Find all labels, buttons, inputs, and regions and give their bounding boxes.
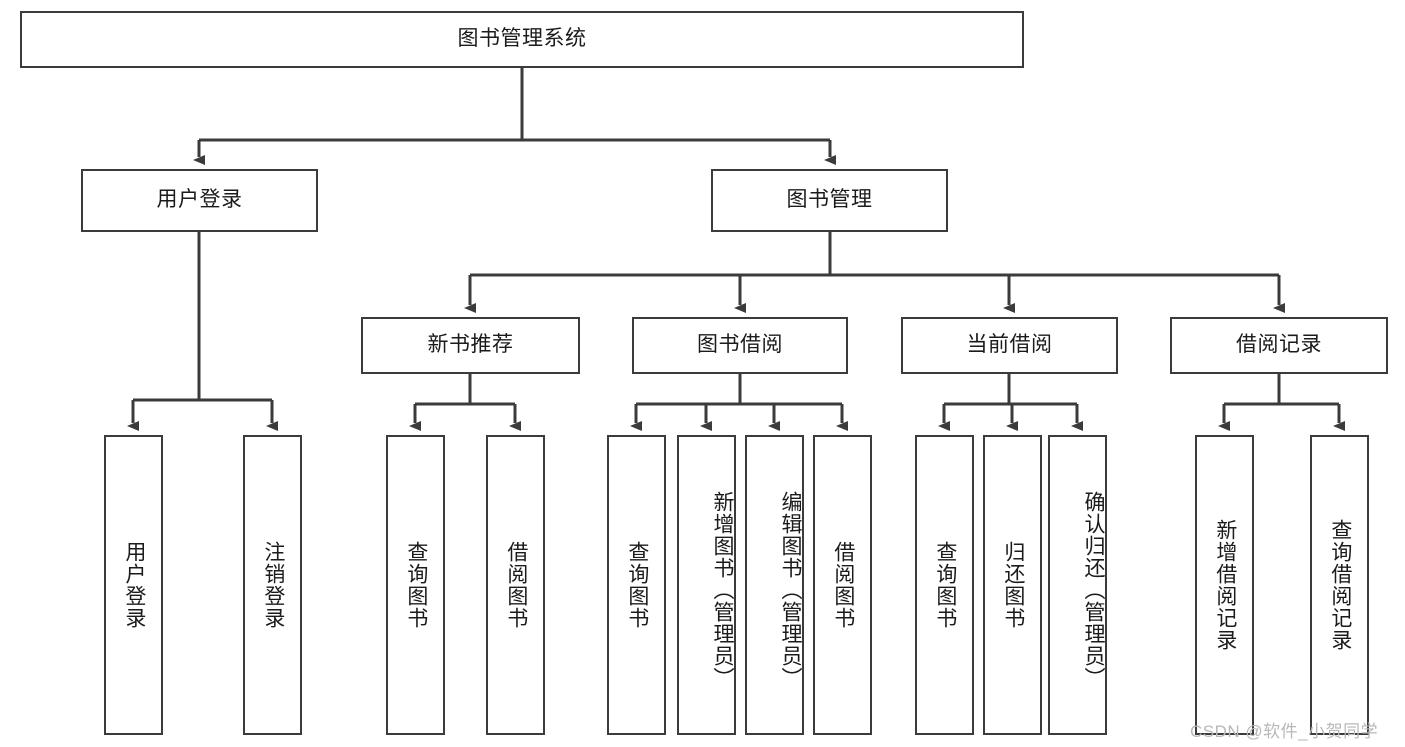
leaf-logout[interactable]: 注销登录 <box>243 435 302 735</box>
leaf-query-book-borrow[interactable]: 查询图书 <box>607 435 666 735</box>
node-user-login[interactable]: 用户登录 <box>81 169 318 232</box>
node-current-borrow[interactable]: 当前借阅 <box>901 317 1118 374</box>
leaf-confirm-return-admin[interactable]: 确认归还（管理员） <box>1048 435 1107 735</box>
leaf-borrow-book[interactable]: 借阅图书 <box>813 435 872 735</box>
node-book-borrow[interactable]: 图书借阅 <box>632 317 848 374</box>
node-borrow-record[interactable]: 借阅记录 <box>1170 317 1388 374</box>
node-book-management[interactable]: 图书管理 <box>711 169 948 232</box>
leaf-edit-book-admin[interactable]: 编辑图书（管理员） <box>745 435 804 735</box>
leaf-add-book-admin[interactable]: 新增图书（管理员） <box>677 435 736 735</box>
leaf-user-login[interactable]: 用户登录 <box>104 435 163 735</box>
csdn-watermark: CSDN @软件_小贺同学 <box>1190 722 1379 741</box>
node-new-book-recommend[interactable]: 新书推荐 <box>361 317 580 374</box>
leaf-query-book-current[interactable]: 查询图书 <box>915 435 974 735</box>
leaf-return-book[interactable]: 归还图书 <box>983 435 1042 735</box>
leaf-query-borrow-record[interactable]: 查询借阅记录 <box>1310 435 1369 735</box>
leaf-query-book-recommend[interactable]: 查询图书 <box>386 435 445 735</box>
leaf-borrow-book-recommend[interactable]: 借阅图书 <box>486 435 545 735</box>
leaf-add-borrow-record[interactable]: 新增借阅记录 <box>1195 435 1254 735</box>
node-root[interactable]: 图书管理系统 <box>20 11 1024 68</box>
